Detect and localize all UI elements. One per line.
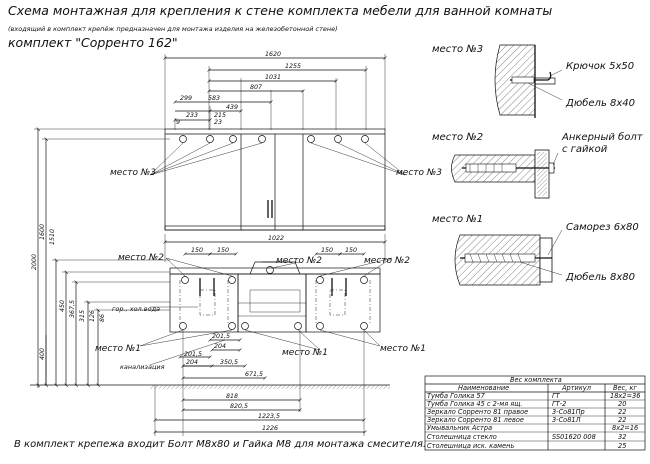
- dim-201-5-a: 201,5: [212, 333, 230, 340]
- dim-150-d: 150: [345, 247, 357, 254]
- dim-2000: 2000: [31, 254, 38, 270]
- dim-1226: 1226: [262, 425, 278, 432]
- detail-place1: место №1 Саморез 6х80 Дюбель 8х80: [432, 214, 639, 286]
- table-row1-name: Тумба Голика 57: [427, 392, 486, 400]
- table-row4-article: 3-Со81Л: [552, 416, 581, 424]
- dim-150-c: 150: [321, 247, 333, 254]
- table-row3-name: Зеркало Сорренто 81 правое: [427, 408, 528, 416]
- table-row3-weight: 22: [618, 408, 626, 416]
- mirror-cabinets: [149, 128, 406, 231]
- set-name: комплект "Сорренто 162": [8, 35, 178, 50]
- dim-23: 23: [214, 119, 222, 126]
- table-row5-weight: 8х2=16: [612, 424, 638, 432]
- detail-place3: место №3 Крючок 5х50 Дюбель 8х40: [432, 44, 635, 118]
- dim-1022: 1022: [268, 235, 284, 242]
- dim-439: 439: [226, 104, 238, 111]
- table-row1-article: ГТ: [552, 392, 561, 400]
- detail1-dowel: Дюбель 8х80: [565, 271, 635, 283]
- dim-150-b: 150: [217, 247, 229, 254]
- dim-204-a: 204: [214, 343, 226, 350]
- label-place1-mid: место №1: [282, 348, 328, 358]
- dim-9: 9: [176, 119, 180, 126]
- dim-86: 86: [99, 314, 106, 322]
- dim-1031: 1031: [265, 74, 281, 81]
- label-place3-right: место №3: [396, 168, 442, 178]
- detail3-dowel: Дюбель 8х40: [565, 97, 635, 109]
- dim-1620: 1620: [265, 51, 281, 58]
- table-caption: Вес комплекта: [510, 376, 562, 384]
- table-header-weight: Вес, кг: [613, 384, 637, 392]
- label-place2-right: место №2: [364, 256, 410, 266]
- dim-1510: 1510: [49, 229, 56, 245]
- detail1-screw: Саморез 6х80: [566, 222, 639, 233]
- top-dimensions: 1620 1255 1031 807 583 439 299 233 215 9…: [165, 51, 385, 130]
- detail2-bolt: Анкерный болт: [561, 131, 644, 143]
- weight-table: Вес комплекта Наименование Артикул Вес, …: [424, 375, 646, 451]
- dim-1255: 1255: [285, 63, 301, 70]
- table-row6-name: Столешница стекло: [427, 433, 497, 441]
- dim-350-5: 350,5: [220, 359, 238, 366]
- dim-204-b: 204: [186, 359, 198, 366]
- detail2-title: место №2: [432, 132, 483, 143]
- dim-367-5: 367,5: [69, 300, 76, 318]
- table-row3-article: 3-Со81Пр: [552, 408, 585, 416]
- label-water: гор., хол.вода: [112, 305, 160, 313]
- dim-299: 299: [180, 95, 192, 102]
- dim-126: 126: [89, 310, 96, 322]
- label-sewer: канализация: [120, 363, 165, 371]
- table-row2-name: Тумба Голика 45 с 2-мя ящ.: [427, 400, 523, 408]
- dim-1223-5: 1223,5: [258, 413, 280, 420]
- label-place2-left: место №2: [118, 253, 164, 263]
- detail-place2: место №2 Анкерный болт с гайкой: [432, 131, 644, 199]
- dim-818: 818: [226, 393, 238, 400]
- dim-671-5: 671,5: [245, 371, 263, 378]
- dim-233: 233: [186, 112, 198, 119]
- dim-400: 400: [39, 348, 46, 360]
- page-subtitle: (входящий в комплект крепёж предназначен…: [8, 25, 338, 33]
- bottom-dimensions: 201,5 204 201,5 204 350,5 671,5 818 820,…: [155, 330, 365, 436]
- table-row5-name: Умывальник Астра: [427, 424, 492, 432]
- floor-line: [30, 384, 390, 389]
- label-place1-left: место №1: [95, 344, 141, 354]
- label-place2-mid: место №2: [276, 256, 322, 266]
- dim-583: 583: [208, 95, 220, 102]
- dim-315: 315: [79, 310, 86, 322]
- table-header-article: Артикул: [561, 384, 592, 392]
- dim-1600: 1600: [39, 224, 46, 240]
- table-row6-weight: 32: [618, 433, 626, 441]
- table-row6-article: SS01620 008: [552, 433, 596, 441]
- footer-note: В комплект крепежа входит Болт М8х80 и Г…: [14, 439, 426, 450]
- table-header-name: Наименование: [458, 384, 509, 392]
- table-row7-name: Столешница иск. камень: [427, 442, 514, 450]
- detail1-title: место №1: [432, 214, 483, 225]
- table-row2-article: ГТ-2: [552, 400, 566, 408]
- label-place1-right: место №1: [380, 344, 426, 354]
- table-row2-weight: 20: [618, 400, 626, 408]
- vertical-dimensions: 2000 1600 1510 450 367,5 315 126 86 400: [31, 129, 170, 388]
- dim-150-a: 150: [191, 247, 203, 254]
- detail3-hook: Крючок 5х50: [566, 61, 634, 72]
- dim-201-5-b: 201,5: [184, 351, 202, 358]
- detail2-nut: с гайкой: [562, 144, 608, 155]
- label-place3-left: место №3: [110, 168, 156, 178]
- page-title: Схема монтажная для крепления к стене ко…: [8, 3, 552, 18]
- dim-215: 215: [214, 112, 226, 119]
- dim-820-5: 820,5: [230, 403, 248, 410]
- table-row7-weight: 25: [618, 442, 626, 450]
- table-row1-weight: 18х2=36: [610, 392, 640, 400]
- table-row4-name: Зеркало Сорренто 81 левое: [427, 416, 524, 424]
- vanity-units: [139, 257, 393, 366]
- dim-807: 807: [250, 84, 262, 91]
- dim-450: 450: [59, 300, 66, 312]
- table-row4-weight: 22: [618, 416, 626, 424]
- detail3-title: место №3: [432, 44, 483, 55]
